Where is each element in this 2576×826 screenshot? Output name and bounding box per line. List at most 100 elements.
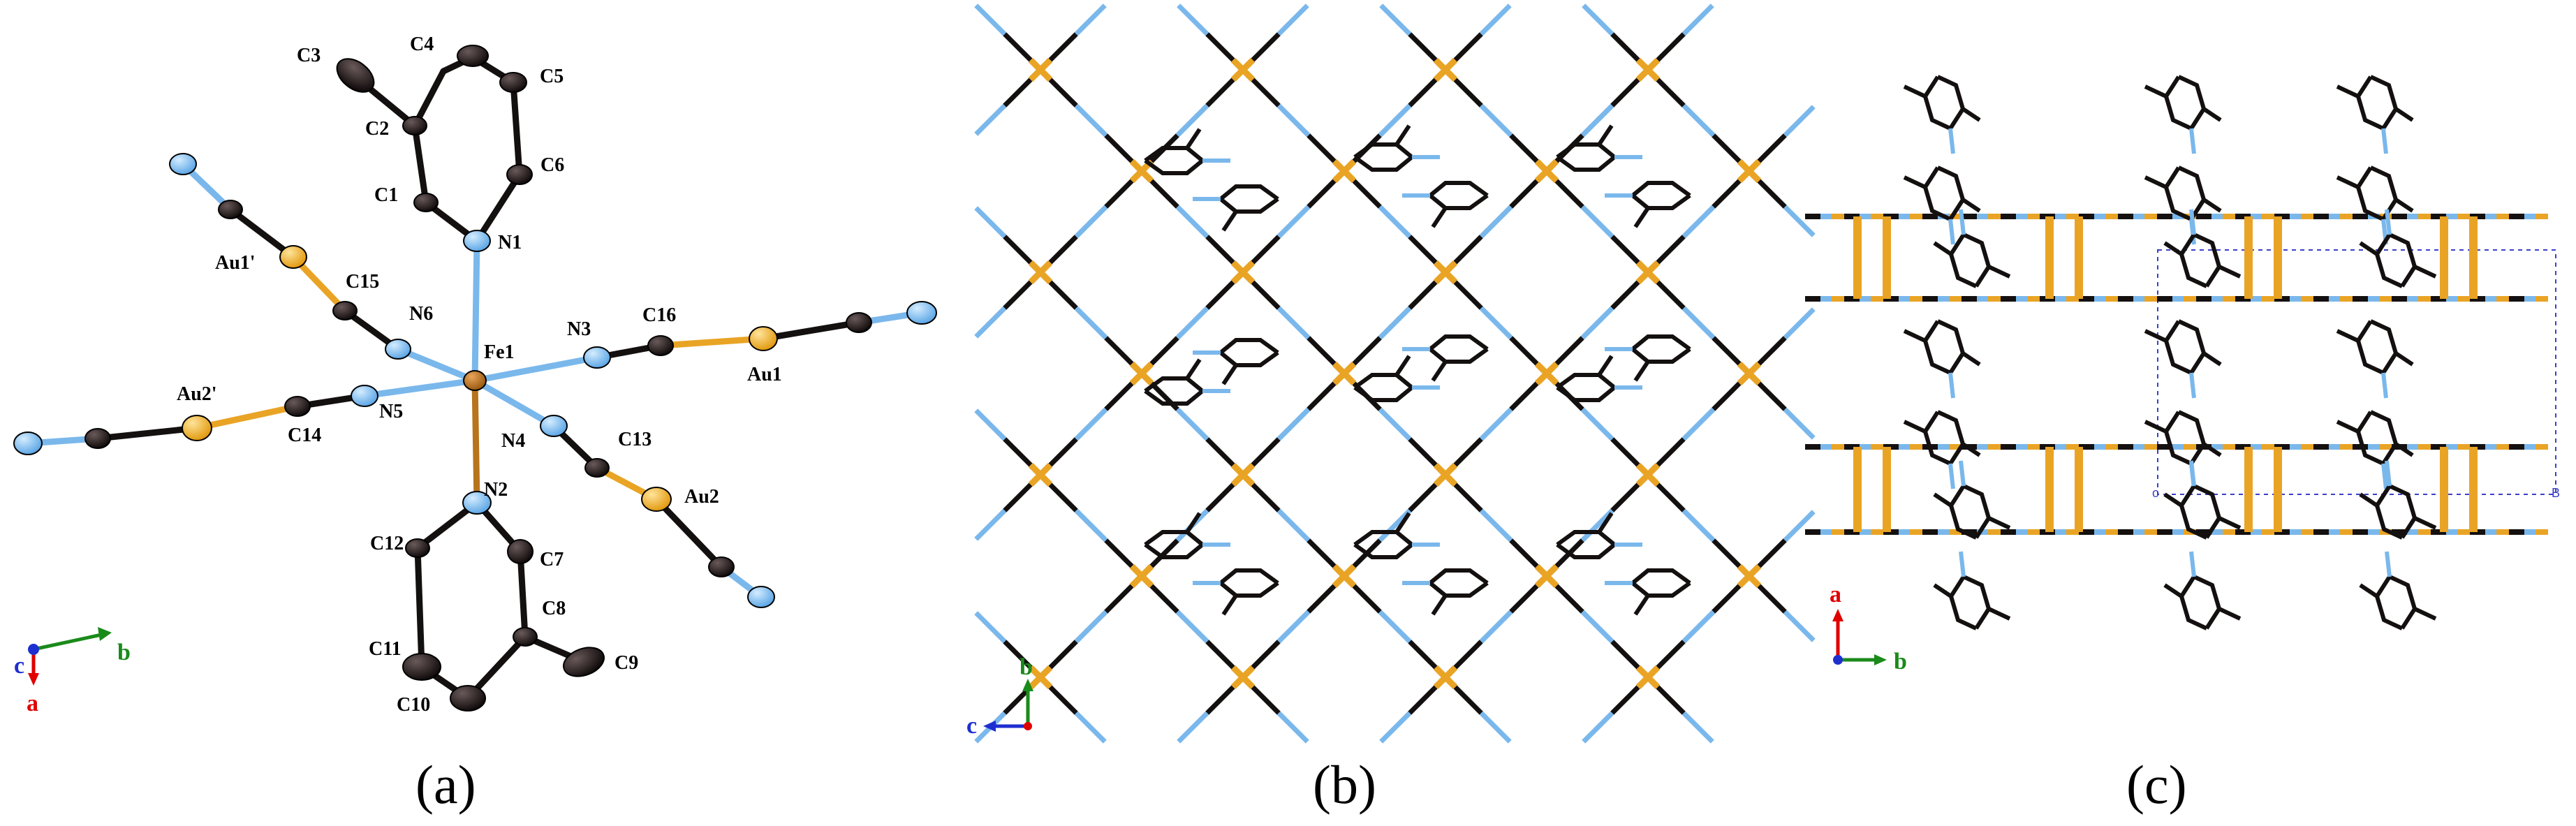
cyanide-bond: [1048, 280, 1078, 310]
cyanide-bond: [1175, 105, 1208, 138]
cyanide-bond: [1580, 407, 1613, 440]
cyanide-bond: [974, 508, 1007, 541]
cyanide-bond: [1656, 482, 1686, 512]
cyanide-bond: [1378, 205, 1411, 237]
label-Au2p: Au2': [177, 383, 217, 405]
atom-C11: [402, 653, 441, 681]
cyanide-bond: [1251, 437, 1281, 467]
atom-Np1: [169, 153, 197, 175]
cyanide-bond: [1757, 538, 1787, 568]
atom-Fe1: [463, 370, 487, 391]
cyanide-bond: [1378, 407, 1411, 440]
gold-center: [1534, 361, 1559, 386]
cyanide-bond: [1379, 711, 1412, 744]
gold-center: [1230, 260, 1256, 285]
cyanide-bond: [1453, 640, 1483, 670]
cyanide-bond: [1276, 3, 1309, 36]
atom-C15: [332, 301, 358, 320]
cyanide-bond: [1408, 78, 1438, 108]
cyanide-bond: [1251, 482, 1281, 512]
label-Fe1: Fe1: [484, 341, 515, 363]
panel-c-axis-triad-icon: a b: [1830, 582, 1907, 674]
cyanide-bond: [1003, 235, 1033, 265]
atom-N3: [583, 346, 611, 369]
axis-label-c: c: [14, 653, 24, 679]
cyanide-bond: [1251, 280, 1281, 310]
cyanide-bond: [1075, 610, 1108, 642]
cyanide-bond: [1509, 538, 1539, 568]
atom-C6: [506, 164, 533, 185]
label-N1: N1: [498, 232, 522, 253]
cyanide-bond: [1712, 538, 1742, 568]
label-C4: C4: [410, 34, 434, 55]
cyanide-bond: [1683, 610, 1716, 642]
cyanide-bond: [1048, 32, 1078, 62]
cyanide-bond: [1175, 205, 1208, 237]
atom-Cp2: [846, 312, 872, 333]
cyanide-bond: [1582, 3, 1614, 36]
atom-C16: [647, 335, 674, 356]
cyanide-bond: [1003, 640, 1033, 670]
label-Au1p: Au1': [215, 252, 256, 274]
cyanide-bond: [1712, 381, 1742, 411]
cyanide-bond: [1075, 407, 1108, 440]
label-C11: C11: [369, 638, 402, 660]
gold-center: [1534, 563, 1559, 589]
atom-C2: [402, 116, 427, 135]
gold-center: [1129, 361, 1154, 386]
cyanide-bond: [1656, 32, 1686, 62]
cyanide-bond: [1205, 482, 1235, 512]
cyanide-bond: [1048, 78, 1078, 108]
label-C5: C5: [540, 66, 564, 87]
cyanide-bond: [974, 306, 1007, 339]
cyanide-bond: [1352, 179, 1382, 209]
cyanide-bond: [1003, 437, 1033, 467]
cyanide-bond: [1378, 510, 1411, 543]
atom-C1: [413, 193, 439, 212]
cyanide-bond: [1712, 584, 1742, 614]
cyanide-bond: [1408, 280, 1438, 310]
label-C8: C8: [542, 598, 566, 619]
atom-C4: [457, 45, 489, 67]
cyanide-bond: [1205, 685, 1235, 715]
label-C6: C6: [540, 154, 564, 176]
atom-Au2p: [182, 415, 212, 441]
cyanide-bond: [1278, 105, 1311, 138]
unit-cell-box: [2157, 249, 2556, 495]
cyanide-bond: [1205, 640, 1235, 670]
cyanide-bond: [1074, 3, 1107, 36]
cyanide-bond: [1453, 78, 1483, 108]
cyanide-bond: [1149, 179, 1179, 209]
label-C3: C3: [297, 45, 321, 66]
cyanide-bond: [1104, 336, 1134, 366]
gold-center: [1433, 462, 1458, 487]
cyanide-bond: [1177, 711, 1209, 744]
axis-label-a: a: [27, 691, 38, 716]
cyanide-bond: [1205, 280, 1235, 310]
cyanide-bond: [1104, 538, 1134, 568]
cyanide-bond: [1104, 381, 1134, 411]
cyanide-bond: [1205, 78, 1235, 108]
cyanide-bond: [1479, 3, 1512, 36]
atom-Np3: [13, 432, 43, 455]
cyanide-bond: [1149, 538, 1179, 568]
cyanide-bond: [1307, 179, 1337, 209]
cyanide-bond: [1610, 78, 1640, 108]
cyanide-bond: [1003, 78, 1033, 108]
cyanide-bond: [1610, 685, 1640, 715]
panel-label-b: (b): [1313, 754, 1376, 815]
cyanide-bond: [1610, 32, 1640, 62]
cyanide-bond: [1378, 105, 1411, 138]
cyanide-bond: [1683, 407, 1716, 440]
cyanide-bond: [1048, 235, 1078, 265]
atom-Np4: [747, 586, 775, 608]
cyanide-bond: [1509, 133, 1539, 163]
cyanide-bond: [1278, 205, 1311, 237]
cyanide-bond: [1048, 482, 1078, 512]
cyanide-bond: [1757, 179, 1787, 209]
cyanide-bond: [1453, 482, 1483, 512]
cyanide-bond: [1656, 640, 1686, 670]
gold-center: [1129, 563, 1154, 589]
cyanide-bond: [1003, 280, 1033, 310]
cyanide-bond: [1276, 711, 1309, 744]
